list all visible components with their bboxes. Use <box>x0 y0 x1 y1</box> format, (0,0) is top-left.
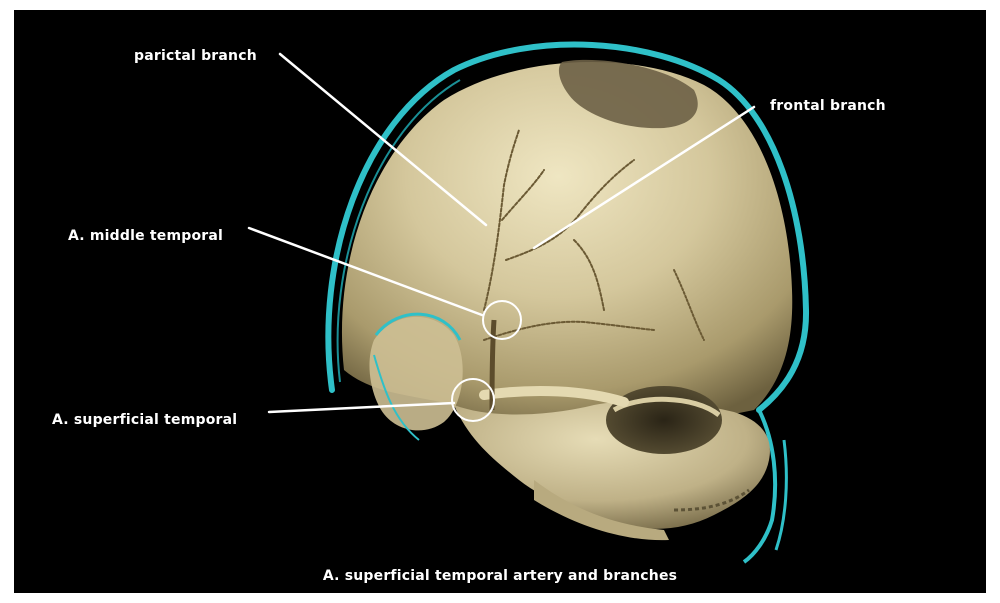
label-frontal-branch: frontal branch <box>770 98 886 114</box>
label-parietal-branch: parictal branch <box>134 48 257 64</box>
figure-panel: parictal branch frontal branch A. middle… <box>14 10 986 593</box>
figure-caption: A. superficial temporal artery and branc… <box>14 568 986 584</box>
label-middle-temporal: A. middle temporal <box>68 228 223 244</box>
ear-region <box>369 317 462 431</box>
label-superficial-temporal: A. superficial temporal <box>52 412 237 428</box>
orbit <box>606 386 722 454</box>
